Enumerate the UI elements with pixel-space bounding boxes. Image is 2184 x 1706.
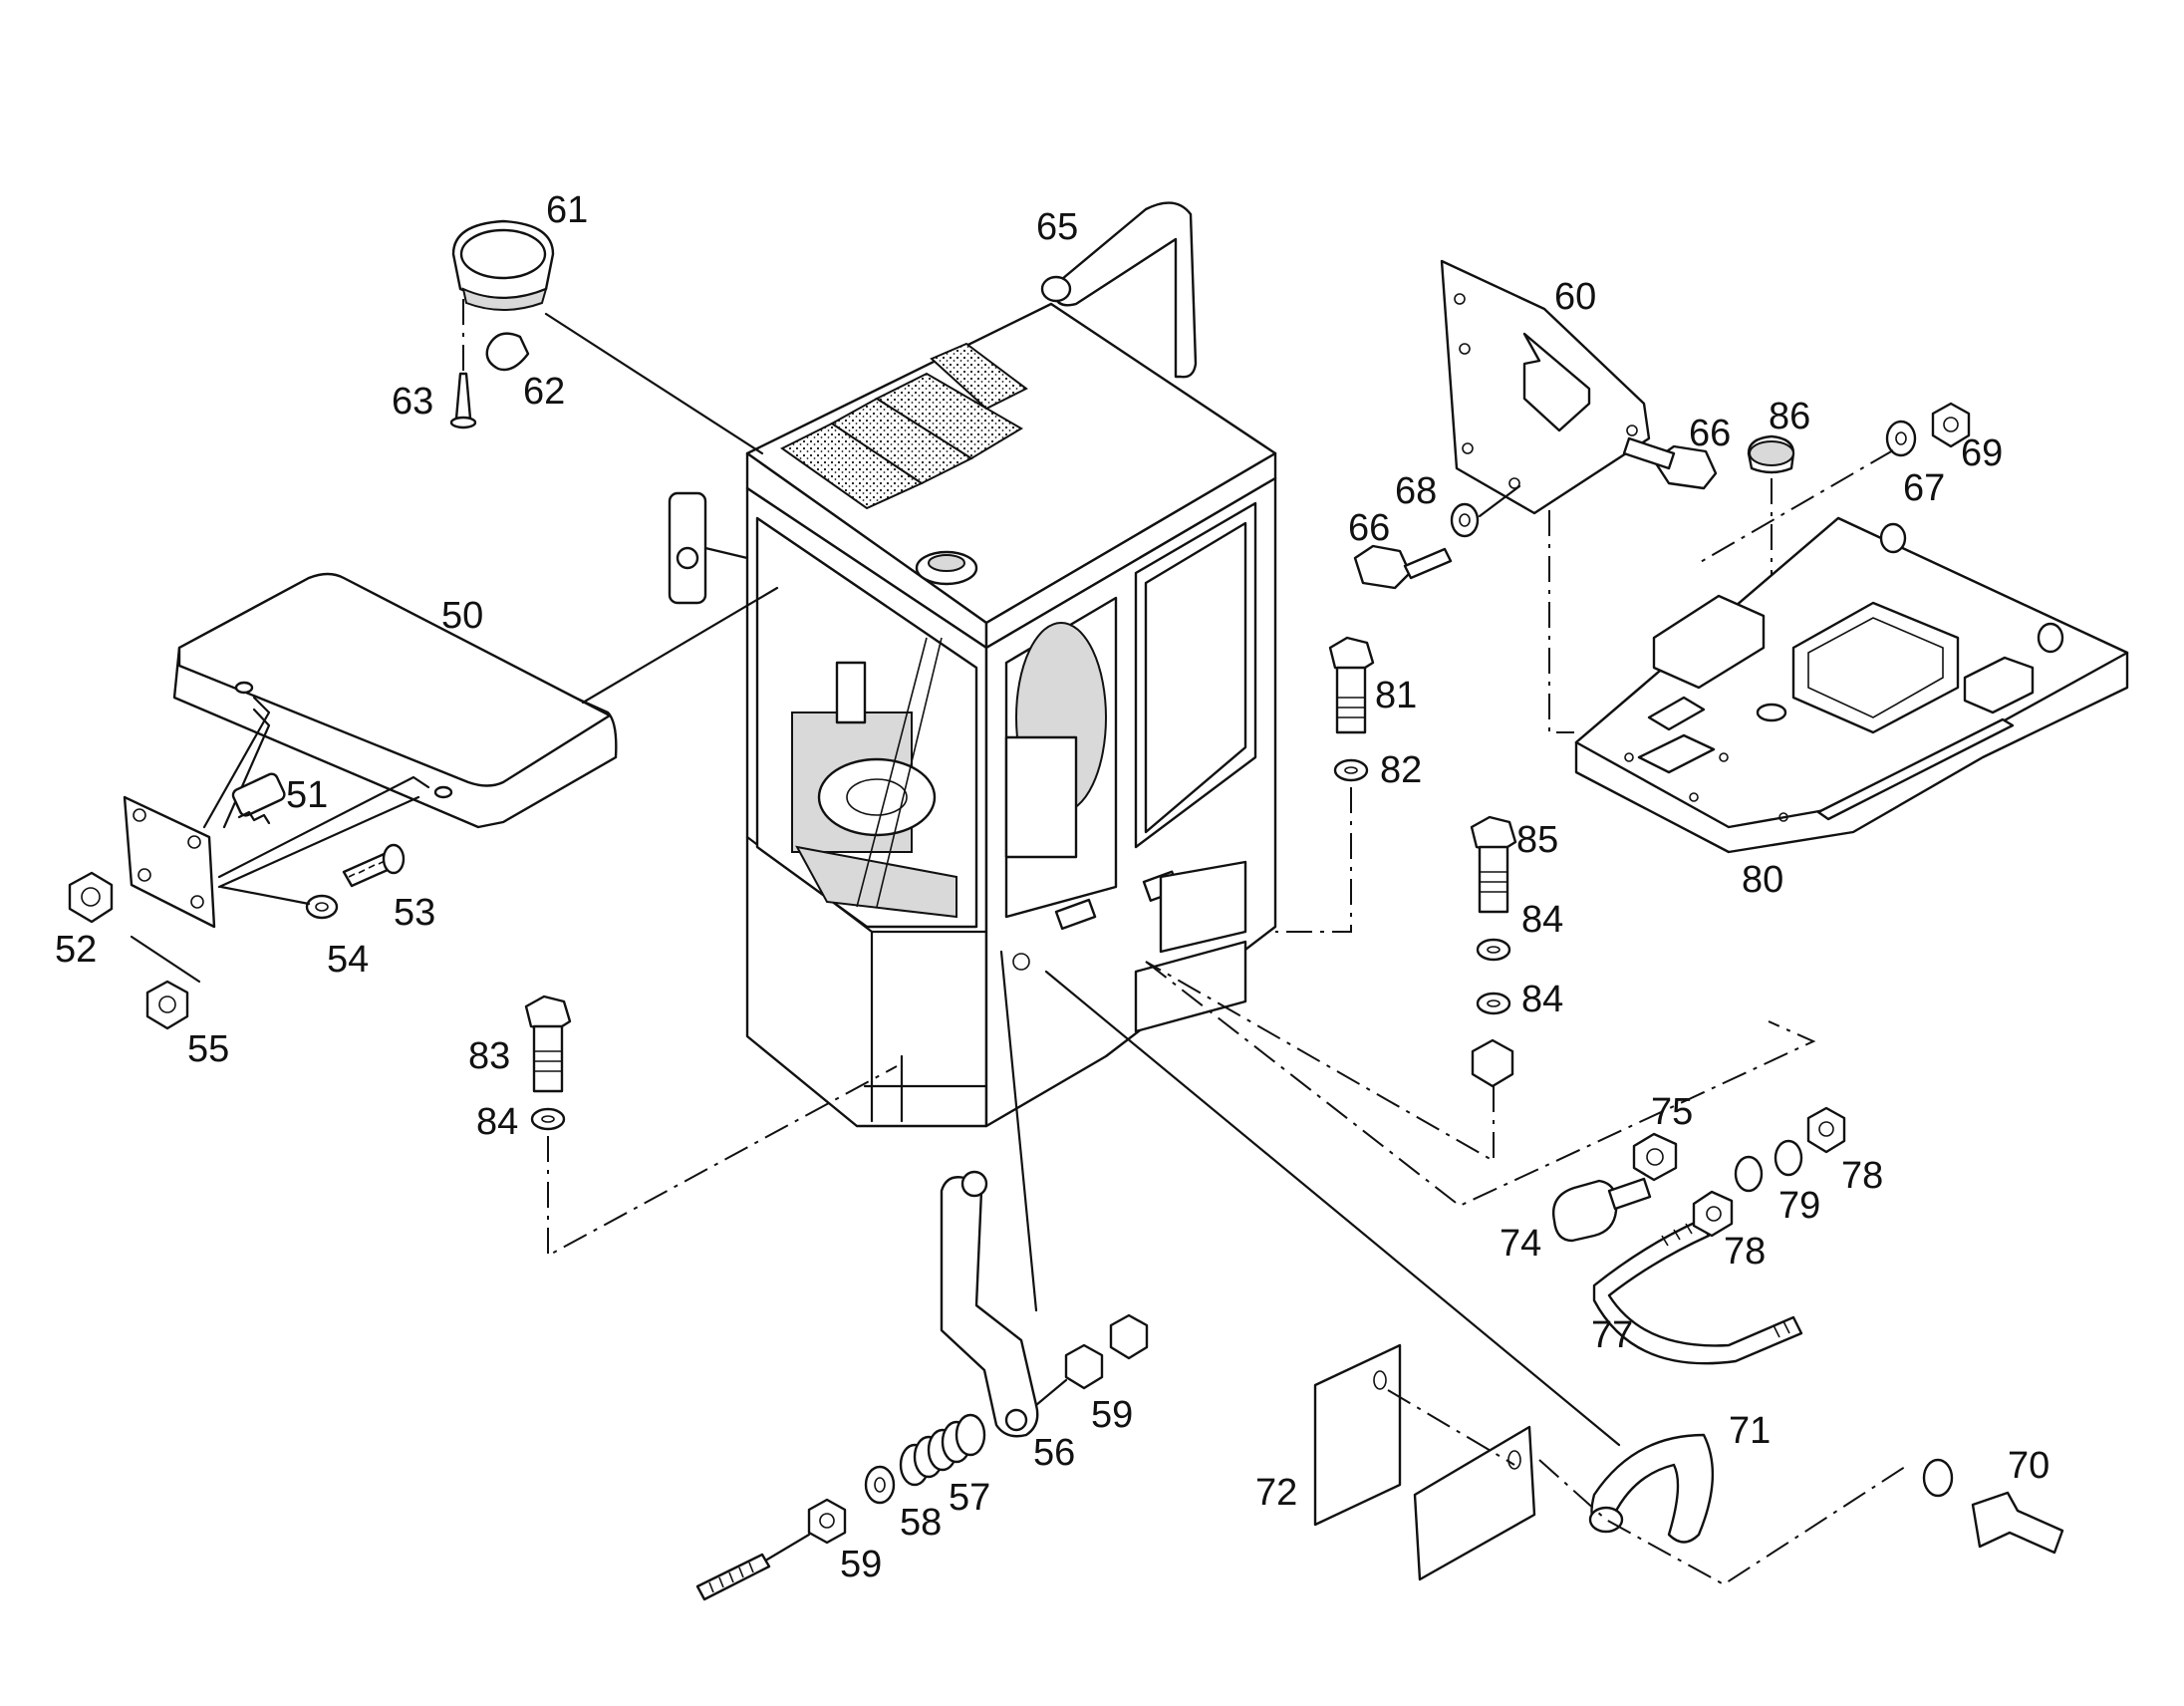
washer-part-68	[1450, 502, 1480, 538]
label-63: 63	[392, 381, 433, 423]
mirror-part-50	[172, 572, 618, 829]
label-72: 72	[1255, 1472, 1297, 1514]
washer-part-54	[305, 894, 339, 920]
bolt-part-70	[1922, 1458, 2064, 1555]
u-bolt-part-77	[1592, 1219, 1803, 1365]
bolt-part-81	[1328, 636, 1375, 734]
washer-part-84c	[1476, 992, 1511, 1015]
threaded-rod	[695, 1553, 771, 1601]
label-78b: 78	[1841, 1155, 1883, 1197]
screw-part-63	[449, 372, 477, 429]
label-78a: 78	[1724, 1231, 1766, 1273]
nut-part-78a	[1692, 1190, 1734, 1238]
label-71: 71	[1729, 1410, 1771, 1452]
cap-part-74	[1552, 1177, 1652, 1243]
label-79: 79	[1778, 1185, 1820, 1227]
label-59a: 59	[840, 1544, 882, 1585]
cap-part-86	[1747, 434, 1795, 474]
label-70: 70	[2008, 1445, 2049, 1487]
washer-part-58	[864, 1465, 896, 1505]
label-77: 77	[1591, 1314, 1633, 1356]
label-66b: 66	[1348, 507, 1390, 549]
operator-cab	[668, 302, 1277, 1128]
label-67: 67	[1903, 467, 1945, 509]
bolt-part-66a	[1622, 436, 1718, 490]
washer-part-67	[1885, 420, 1917, 457]
label-66a: 66	[1689, 413, 1731, 454]
nut-part-85-nut	[1471, 1038, 1514, 1088]
label-83: 83	[468, 1035, 510, 1077]
label-53: 53	[394, 892, 435, 934]
label-60: 60	[1554, 276, 1596, 318]
plate-part-72a	[1313, 1343, 1402, 1527]
mirror-bracket-part-51	[123, 696, 430, 929]
label-85: 85	[1516, 819, 1558, 861]
label-56: 56	[1033, 1432, 1075, 1474]
bolt-part-83	[524, 995, 572, 1093]
label-50: 50	[441, 595, 483, 637]
washer-part-79	[1734, 1139, 1803, 1193]
nut-part-52	[68, 871, 114, 924]
bolt-part-53	[342, 843, 406, 888]
label-62: 62	[523, 371, 565, 413]
label-84b: 84	[1521, 899, 1563, 941]
washer-part-84a	[530, 1107, 566, 1131]
plate-part-72b	[1413, 1425, 1536, 1581]
floor-plate-part-80	[1574, 516, 2129, 854]
label-84c: 84	[1521, 979, 1563, 1020]
label-82: 82	[1380, 749, 1422, 791]
label-68: 68	[1395, 470, 1437, 512]
nut-part-59b	[1064, 1313, 1149, 1390]
washer-part-82	[1333, 758, 1369, 782]
nut-part-78b	[1806, 1106, 1846, 1154]
label-65: 65	[1036, 206, 1078, 248]
label-54: 54	[327, 939, 369, 981]
lever-part-56	[940, 1170, 1039, 1438]
label-86: 86	[1769, 396, 1810, 437]
label-80: 80	[1742, 859, 1783, 901]
label-52: 52	[55, 929, 97, 971]
nut-part-69	[1931, 402, 1971, 448]
grab-handle-part-65	[1040, 201, 1198, 379]
nut-part-59a	[807, 1498, 847, 1545]
label-81: 81	[1375, 675, 1417, 716]
bolt-part-85	[1470, 815, 1517, 914]
label-55: 55	[187, 1028, 229, 1070]
label-51: 51	[286, 774, 328, 816]
label-61: 61	[546, 189, 588, 231]
label-69: 69	[1961, 432, 2003, 474]
nut-part-55	[145, 980, 189, 1030]
washer-part-84b	[1476, 938, 1511, 962]
lamp-bulb-part-62	[485, 332, 530, 372]
label-58: 58	[900, 1502, 942, 1544]
part-labels: 50 51 52 53 54 55 56 57 58 59 59 60 61 6…	[55, 189, 2049, 1585]
label-57: 57	[949, 1477, 990, 1519]
roof-lamp-part-61	[451, 219, 555, 311]
clamp-part-71	[1588, 1433, 1715, 1544]
label-74: 74	[1500, 1223, 1541, 1265]
label-84a: 84	[476, 1101, 518, 1143]
side-panel-part-60	[1440, 259, 1651, 515]
label-59b: 59	[1091, 1394, 1133, 1436]
label-75: 75	[1651, 1091, 1693, 1133]
nut-part-75	[1632, 1132, 1678, 1182]
bolt-part-66b	[1353, 544, 1453, 590]
spring-part-57	[899, 1413, 986, 1487]
